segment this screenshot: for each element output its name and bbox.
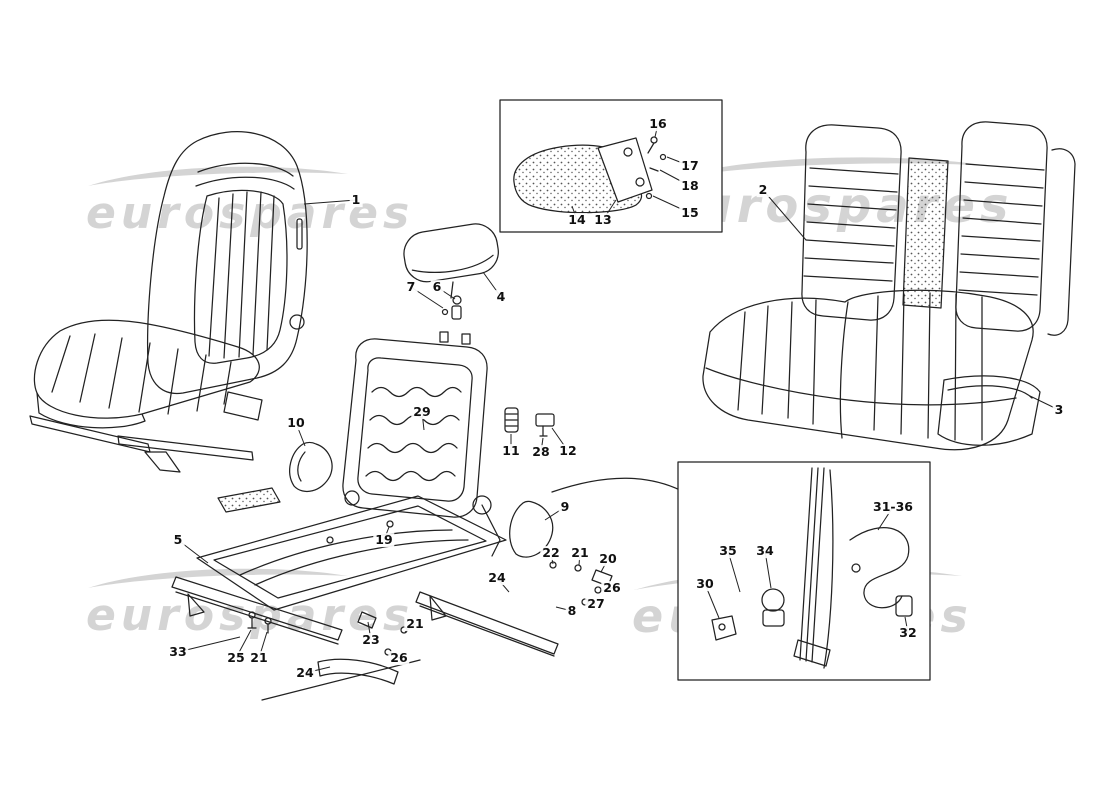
front-seat <box>29 131 308 473</box>
callout-8: 8 <box>565 603 579 619</box>
callout-31-36: 31-36 <box>871 499 915 515</box>
seat-rails-left <box>171 576 421 701</box>
callout-34: 34 <box>754 543 776 559</box>
callout-11: 11 <box>500 443 522 459</box>
callout-16: 16 <box>647 116 669 132</box>
callout-21: 21 <box>248 650 270 666</box>
callout-35: 35 <box>717 543 739 559</box>
bracket-30 <box>711 615 737 641</box>
seat-base-frame <box>196 487 507 611</box>
callout-26: 26 <box>601 580 623 596</box>
screw-6 <box>452 295 462 305</box>
callout-12: 12 <box>557 443 579 459</box>
callout-28: 28 <box>530 444 552 460</box>
callout-24: 24 <box>294 665 316 681</box>
callout-15: 15 <box>679 205 701 221</box>
callout-18: 18 <box>679 178 701 194</box>
line-art <box>29 99 1076 701</box>
callout-33: 33 <box>167 644 189 660</box>
rear-seat-backrest <box>801 121 1076 336</box>
seat-rails-right <box>415 561 613 657</box>
callout-23: 23 <box>360 632 382 648</box>
callout-29: 29 <box>411 404 433 420</box>
callout-14: 14 <box>566 212 588 228</box>
guide-parts <box>504 407 555 437</box>
callout-4: 4 <box>494 289 508 305</box>
callout-9: 9 <box>558 499 572 515</box>
callout-20: 20 <box>597 551 619 567</box>
callout-7: 7 <box>404 279 418 295</box>
watermark-swoosh <box>662 157 990 180</box>
callout-10: 10 <box>285 415 307 431</box>
inset-border <box>677 461 931 681</box>
callout-26: 26 <box>388 650 410 666</box>
part-inset-wiring <box>677 461 931 681</box>
washer-17 <box>659 153 667 161</box>
screw-7 <box>441 308 449 316</box>
callout-2: 2 <box>756 182 770 198</box>
callout-21: 21 <box>569 545 591 561</box>
watermark-swoosh <box>88 166 348 186</box>
callout-25: 25 <box>225 650 247 666</box>
rear-seat-cushion <box>702 289 1041 451</box>
callout-27: 27 <box>585 596 607 612</box>
motor-34 <box>761 588 785 612</box>
side-shield-right <box>509 477 681 558</box>
callout-17: 17 <box>679 158 701 174</box>
leader-line <box>762 189 807 241</box>
callout-19: 19 <box>373 532 395 548</box>
callout-13: 13 <box>592 212 614 228</box>
screw-15 <box>645 192 653 200</box>
callout-6: 6 <box>430 279 444 295</box>
callout-32: 32 <box>897 625 919 641</box>
callout-1: 1 <box>349 192 363 208</box>
callout-22: 22 <box>540 545 562 561</box>
callout-24: 24 <box>486 570 508 586</box>
callout-21: 21 <box>404 616 426 632</box>
callout-5: 5 <box>171 532 185 548</box>
side-shield-left <box>289 441 333 493</box>
headrest <box>403 223 499 283</box>
callout-3: 3 <box>1052 402 1066 418</box>
callout-30: 30 <box>694 576 716 592</box>
connector-32 <box>895 595 913 617</box>
leader-line <box>303 199 357 205</box>
recliner-hinge <box>472 495 492 515</box>
headrest-hardware <box>441 281 462 320</box>
